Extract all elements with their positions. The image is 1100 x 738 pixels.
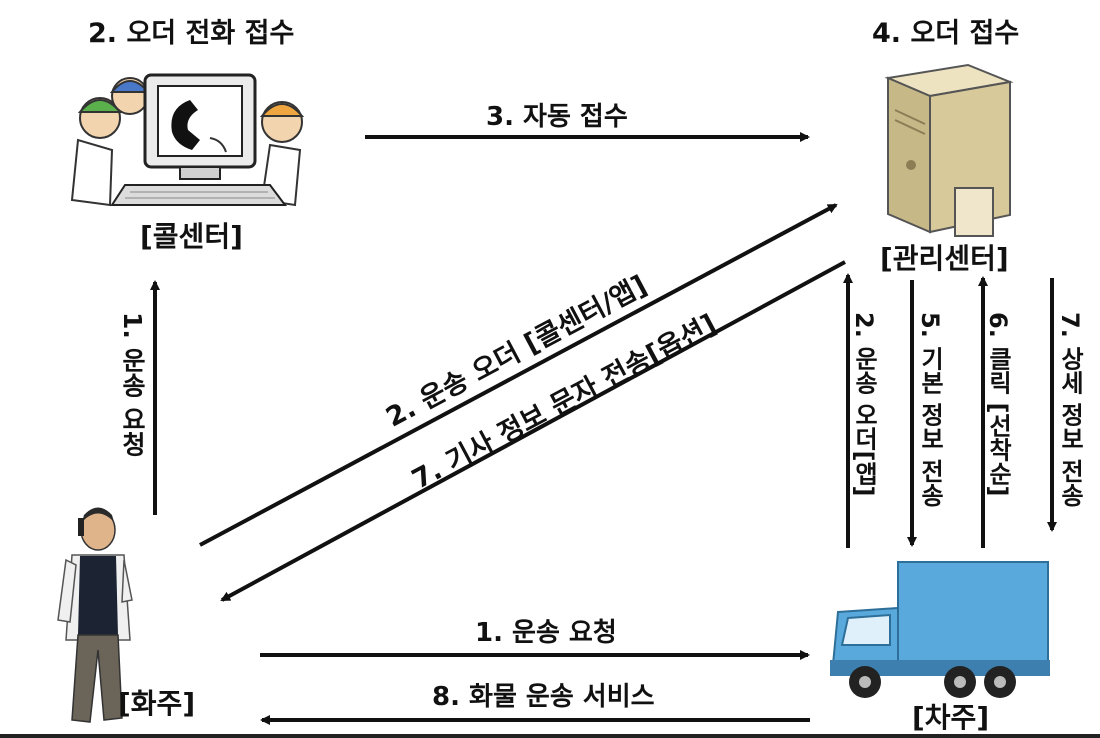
flow-freight-service-label: 8. 화물 운송 서비스 [432,682,655,712]
call-center-title: 2. 오더 전화 접수 [88,18,295,49]
flow-shipper-to-callcenter-label: 1. 운송 요청 [118,312,147,457]
call-center-label: [콜센터] [140,220,243,253]
arrow-driver-info-sms [220,260,846,602]
flow-click-first-come-label: 6. 클릭 [선착순] [984,312,1012,497]
shipper-illustration [57,507,133,723]
bottom-divider [0,734,1100,738]
flow-transport-request-label: 1. 운송 요청 [475,618,617,648]
arrow-transport-order [199,203,838,547]
flow-detail-info-label: 7. 상세 정보 전송 [1056,312,1084,507]
flow-basic-info-label: 5. 기본 정보 전송 [916,312,944,507]
management-center-label: [관리센터] [880,242,1009,275]
flow-order-app-label: 2. 운송 오더[앱] [850,312,878,497]
truck-illustration [830,561,1050,698]
server-illustration [884,63,1014,237]
management-center-title: 4. 오더 접수 [872,18,1020,49]
shipper-label: [화주] [118,687,196,720]
call-center-illustration [70,73,305,207]
truck-owner-label: [차주] [912,701,990,734]
flow-auto-receive-label: 3. 자동 접수 [486,102,628,132]
